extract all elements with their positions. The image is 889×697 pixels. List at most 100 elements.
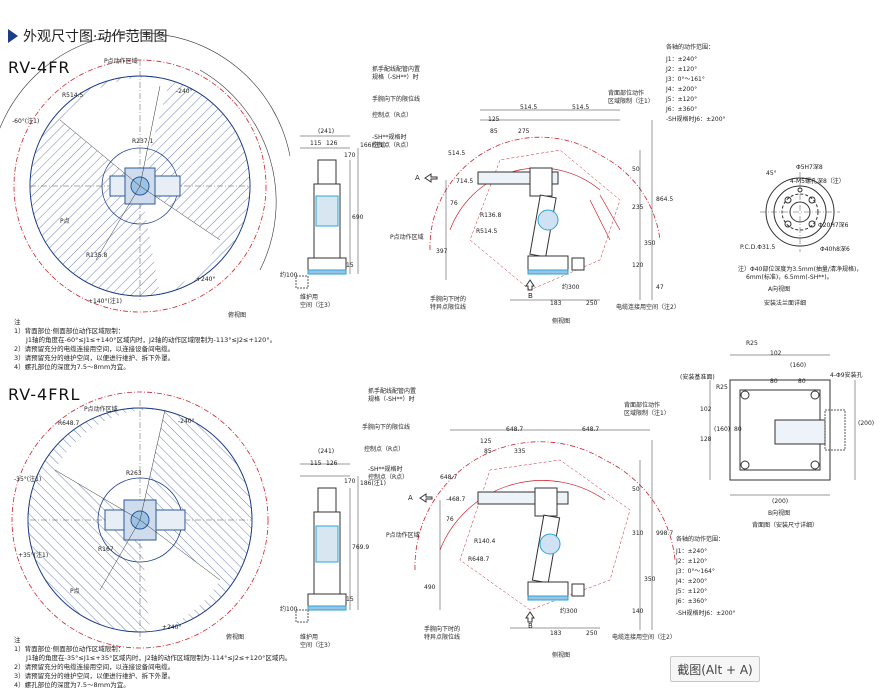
fr-d241: (241) (318, 128, 335, 135)
frl-side-l3: 手腕向下的限位线 (362, 424, 411, 431)
frl-axis-sh: -SH规格时J6：±200° (676, 610, 736, 617)
frl-d310: 310 (632, 530, 644, 537)
frl-r167-label: R167 (98, 546, 114, 553)
frl-notes-n1: 1）背面部位·侧面部位动作区域限制： (14, 645, 125, 653)
frl-notes-n4: 4）螺孔部位的深度为7.5～8mm为宜。 (14, 681, 130, 689)
screenshot-button[interactable]: 截图(Alt + A) (670, 656, 760, 682)
frl-axis-j3: J3：0°～164° (676, 568, 715, 575)
fr-d8645: 864.5 (656, 196, 674, 203)
frl-r263-label: R263 (126, 470, 142, 477)
base-d102: 102 (770, 350, 782, 357)
fr-side-l3: 手腕向下的限位线 (372, 96, 421, 103)
fr-side-a: A (415, 174, 420, 182)
fr-side-l2: 规格（-SH**）时 (372, 74, 419, 81)
frl-maint2: 空间（注3） (300, 642, 334, 649)
fr-d183: 183 (550, 300, 562, 307)
fr-spec1: 手腕向下时的 (430, 296, 467, 303)
fr-axis-j5: J5：±120° (666, 96, 698, 103)
fr-d350: 350 (644, 240, 656, 247)
fr-d115: 115 (310, 140, 322, 147)
fr-maint1: 维护用 (300, 294, 319, 301)
fr-d300: 约300 (562, 284, 580, 291)
frl-axis-j4: J4：±200° (676, 578, 708, 585)
fr-ang-pos140: +140°(注1) (88, 298, 122, 305)
fr-notes-n1: 1）背面部位·侧面部位动作区域限制： (14, 327, 125, 335)
fr-r5145: R514.5 (476, 228, 498, 235)
fr-back2: 区域限制（注1） (608, 98, 654, 105)
fr-d47: 47 (656, 284, 664, 291)
fr-d166: 166(注1) (360, 142, 386, 149)
frl-side-l4: 控制点（R点） (364, 446, 405, 453)
fr-notes: 注 1）背面部位·侧面部位动作区域限制： J1轴的角度在-60°≤J1≤+140… (14, 318, 276, 372)
fr-d235: 235 (632, 204, 644, 211)
fr-notes-head: 注 (14, 318, 21, 326)
frl-side-b: B (528, 622, 533, 630)
fr-d15: 15 (346, 262, 354, 269)
base-holes: 4-Φ9安装孔 (830, 372, 863, 379)
frl-axis-title: 各轴的动作范围： (676, 536, 725, 543)
fr-d275: 275 (518, 128, 530, 135)
fr-axis-j3: J3：0°～161° (666, 76, 705, 83)
fr-axis-title: 各轴的动作范围： (666, 44, 715, 51)
fr-cable: 电缆连接用空间（注2） (616, 304, 680, 311)
frl-ang-neg35: -35°(注1) (14, 476, 42, 483)
fr-r514-label: R514.5 (62, 92, 84, 99)
fr-p-point-label: P点 (60, 218, 70, 225)
fr-d7145: 714.5 (456, 178, 474, 185)
fr-d397: 397 (436, 248, 448, 255)
flange-deg45: 45° (766, 170, 777, 177)
flange-note1: 注）Φ40部位深度为3.5mm(抽量/清净规格)， (738, 266, 863, 273)
fr-d5145b: 514.5 (572, 104, 590, 111)
frl-cable: 电缆连接用空间（注2） (612, 634, 676, 641)
frl-side-l5: -SH**规格时 (368, 466, 403, 473)
fr-p-range: P点动作区域 (390, 234, 424, 241)
fr-ang-neg60: -60°(注1) (12, 118, 40, 125)
page-title: 外观尺寸图·动作范围图 (8, 26, 167, 46)
fr-front-view (295, 135, 359, 289)
base-r25a: R25 (746, 340, 758, 347)
fr-side-l6: 控制点（R点） (372, 142, 413, 149)
fr-side-b: B (528, 292, 533, 300)
frl-axis-j2: J2：±120° (676, 558, 708, 565)
fr-axis-j6: J6：±360° (666, 106, 698, 113)
flange-a-view: A向视图 (768, 286, 791, 293)
fr-d250: 250 (586, 300, 598, 307)
frl-d170: 170 (344, 478, 356, 485)
frl-p-range-label: P点动作区域 (84, 406, 118, 413)
frl-side-l1: 抓手配线配管内置 (368, 388, 417, 395)
frl-axis-j1: J1：±240° (676, 548, 708, 555)
fr-r1368: R136.8 (480, 212, 502, 219)
fr-d50: 50 (632, 166, 640, 173)
flange-phi20: Φ20H7深6 (818, 222, 849, 229)
frl-r6487: R648.7 (468, 556, 490, 563)
frl-d50: 50 (632, 486, 640, 493)
play-arrow-icon (8, 29, 18, 43)
frl-ang-neg240: -240° (178, 418, 195, 425)
fr-axis-j4: J4：±200° (666, 86, 698, 93)
fr-back1: 背面部位动作 (608, 90, 645, 97)
base-b-view: B向视图 (768, 510, 791, 517)
frl-side-l6: 控制点（R点） (368, 474, 409, 481)
fr-side-view (424, 109, 661, 301)
flange-m5: 4-M5螺孔深8（注） (790, 178, 845, 185)
fr-ang-neg240: -240° (176, 88, 193, 95)
frl-back1: 背面部位动作 (624, 402, 661, 409)
frl-notes-head: 注 (14, 636, 21, 644)
flange-phi40: Φ40h8深6 (820, 246, 850, 253)
fr-d5145c: 514.5 (448, 150, 466, 157)
fr-side-l5: -SH**规格时 (372, 134, 407, 141)
base-d200b: (200) (772, 498, 789, 505)
base-d200: (200) (858, 420, 875, 427)
frl-side-caption: 侧视图 (552, 652, 571, 659)
frl-d6487c: 648.7 (440, 474, 458, 481)
flange-note2: 6mm(标准)，6.5mm(-SH**)。 (746, 274, 833, 281)
frl-top-view (11, 391, 269, 649)
frl-d115: 115 (310, 460, 322, 467)
fr-axis-sh: -SH规格时J6：±200° (666, 116, 726, 123)
fr-d76: 76 (450, 200, 458, 207)
fr-d125: 125 (488, 116, 500, 123)
frl-d76: 76 (446, 516, 454, 523)
frl-d183: 183 (550, 630, 562, 637)
fr-top-caption: 俯视图 (228, 312, 247, 319)
frl-d140: 140 (632, 608, 644, 615)
